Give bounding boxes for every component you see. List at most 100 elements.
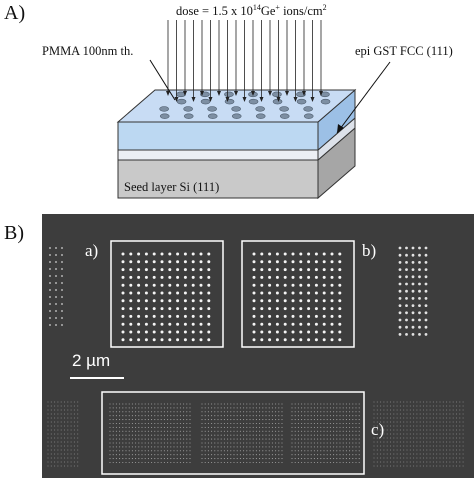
sem-dot bbox=[239, 411, 241, 413]
sem-dot bbox=[452, 465, 454, 467]
sem-dot bbox=[426, 425, 428, 427]
sem-dot bbox=[314, 260, 318, 264]
sem-dot bbox=[419, 429, 421, 431]
sem-dot bbox=[455, 461, 458, 463]
sem-dot bbox=[144, 411, 146, 413]
sem-dot bbox=[227, 454, 229, 456]
sem-dot bbox=[310, 461, 312, 464]
sem-dot bbox=[398, 261, 402, 264]
sem-dot bbox=[405, 289, 408, 293]
sem-dot bbox=[223, 403, 225, 405]
sem-dot bbox=[449, 449, 451, 451]
sem-dot bbox=[128, 407, 130, 409]
sem-dot bbox=[386, 457, 388, 459]
sem-dot bbox=[326, 415, 328, 417]
sem-dot bbox=[278, 434, 280, 436]
sem-dot bbox=[260, 338, 264, 342]
sem-dot bbox=[304, 403, 306, 405]
sem-dot bbox=[223, 446, 225, 448]
sem-dot bbox=[342, 419, 344, 421]
sem-dot bbox=[189, 461, 191, 464]
sem-dot bbox=[243, 446, 245, 448]
sem-dot bbox=[411, 289, 415, 293]
sem-dot bbox=[157, 434, 159, 436]
sem-dot bbox=[333, 442, 335, 444]
sem-dot bbox=[115, 415, 117, 417]
sem-dot bbox=[191, 283, 195, 287]
sem-dot bbox=[227, 411, 229, 413]
sem-dot bbox=[373, 421, 375, 423]
sem-dot bbox=[398, 304, 402, 307]
sem-dot bbox=[243, 430, 245, 432]
sem-dot bbox=[129, 283, 133, 287]
sem-dot bbox=[265, 438, 267, 440]
sem-dot bbox=[47, 421, 49, 423]
sem-dot bbox=[152, 338, 156, 342]
sem-dot bbox=[320, 446, 322, 448]
sem-dot bbox=[416, 437, 418, 439]
sem-dot bbox=[186, 403, 188, 405]
sem-dot bbox=[125, 419, 127, 421]
sem-dot bbox=[217, 446, 219, 448]
sem-dot bbox=[207, 314, 211, 318]
sem-dot bbox=[301, 430, 303, 432]
sem-dot bbox=[393, 449, 395, 451]
sem-dot bbox=[122, 458, 124, 460]
sem-dot bbox=[152, 307, 156, 311]
sem-dot bbox=[380, 409, 382, 411]
sem-dot bbox=[160, 442, 162, 444]
sem-dot bbox=[63, 457, 66, 459]
sem-dot bbox=[373, 405, 375, 407]
sem-dot bbox=[131, 450, 133, 452]
sem-dot bbox=[449, 425, 451, 427]
sem-dot bbox=[333, 454, 335, 456]
sem-dot bbox=[243, 450, 245, 452]
sem-dot bbox=[73, 445, 75, 447]
sem-dot bbox=[409, 445, 411, 447]
sem-dot bbox=[416, 457, 418, 459]
sem-dot bbox=[396, 413, 398, 415]
sem-dot bbox=[399, 401, 401, 403]
sem-dot bbox=[342, 461, 344, 464]
sem-dot bbox=[217, 434, 219, 436]
sem-dot bbox=[436, 409, 438, 411]
sem-dot bbox=[230, 415, 232, 417]
sem-dot bbox=[307, 415, 309, 417]
sem-dot bbox=[383, 425, 385, 427]
sem-dot bbox=[227, 407, 229, 409]
sem-dot bbox=[246, 422, 248, 425]
sem-dot bbox=[320, 403, 322, 405]
ion-arrowhead bbox=[225, 97, 230, 102]
sem-dot bbox=[310, 422, 312, 425]
sem-dot bbox=[243, 419, 245, 421]
sem-dot bbox=[191, 322, 195, 326]
sem-dot bbox=[291, 407, 293, 409]
sem-dot bbox=[50, 405, 52, 407]
sem-dot bbox=[275, 422, 277, 425]
sem-dot bbox=[336, 450, 338, 452]
sem-dot bbox=[70, 421, 72, 423]
sem-dot bbox=[223, 450, 225, 452]
sem-dot bbox=[281, 458, 283, 460]
sem-dot bbox=[349, 403, 351, 405]
sem-dot bbox=[389, 421, 392, 423]
sem-dot bbox=[396, 453, 398, 455]
sem-dot bbox=[376, 405, 378, 407]
sem-dot bbox=[186, 446, 188, 448]
sem-dot bbox=[403, 425, 405, 427]
sem-dot bbox=[345, 438, 347, 440]
sem-dot bbox=[201, 450, 203, 452]
sem-dot bbox=[426, 429, 428, 431]
sem-dot bbox=[432, 445, 434, 447]
sem-dot bbox=[135, 411, 137, 413]
sem-dot bbox=[125, 422, 127, 425]
sem-dot bbox=[386, 453, 388, 455]
sem-dot bbox=[227, 419, 229, 421]
sem-dot bbox=[268, 434, 270, 436]
sem-dot bbox=[294, 454, 296, 456]
sem-dot bbox=[47, 449, 49, 451]
sem-dot bbox=[236, 407, 238, 409]
sem-dot bbox=[333, 415, 335, 417]
sem-dot bbox=[333, 434, 335, 436]
sem-dot bbox=[63, 461, 66, 463]
